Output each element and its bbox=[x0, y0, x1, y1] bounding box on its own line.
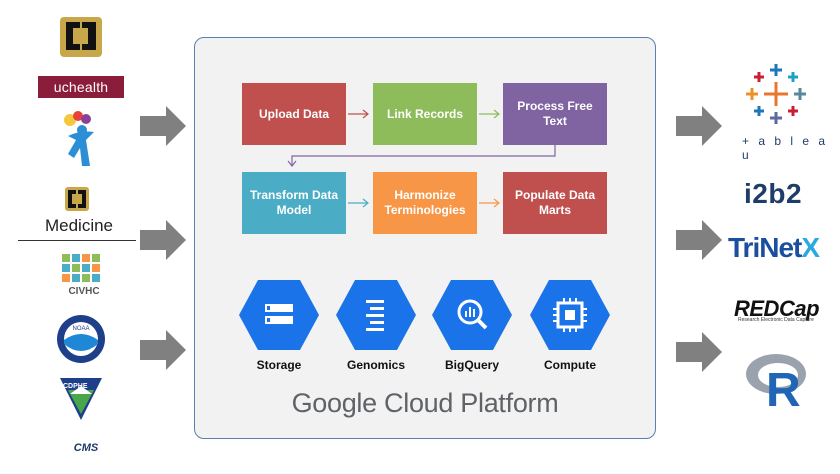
step-populate-data-marts: Populate Data Marts bbox=[503, 172, 607, 234]
noaa-label: NOAA bbox=[72, 326, 89, 332]
r-letter: R bbox=[766, 364, 801, 410]
compute-icon bbox=[530, 280, 610, 350]
divider bbox=[18, 240, 136, 241]
cdphe-logo bbox=[60, 378, 102, 420]
arrow-right-icon bbox=[676, 106, 722, 146]
bigquery-icon bbox=[432, 280, 512, 350]
step-harmonize-terminologies: Harmonize Terminologies bbox=[373, 172, 477, 234]
cu-boulder-logo bbox=[60, 17, 102, 57]
noaa-logo: NOAA bbox=[57, 315, 105, 363]
uchealth-logo: uchealth bbox=[38, 76, 124, 98]
cdphe-label: CDPHE bbox=[63, 383, 88, 390]
arrow-right-icon bbox=[676, 332, 722, 372]
trinetx-label: TriNet bbox=[728, 232, 802, 263]
arrow-right-icon bbox=[676, 220, 722, 260]
civhc-logo bbox=[62, 254, 100, 282]
trinetx-logo: TriNetX bbox=[728, 232, 820, 264]
step-link-records: Link Records bbox=[373, 83, 477, 145]
trinetx-x: X bbox=[801, 232, 820, 263]
civhc-label: CIVHC bbox=[68, 286, 100, 297]
genomics-label: Genomics bbox=[346, 358, 406, 372]
storage-icon bbox=[239, 280, 319, 350]
compute-label: Compute bbox=[544, 358, 596, 372]
tableau-label: + a b l e a u bbox=[742, 134, 829, 162]
bigquery-label: BigQuery bbox=[444, 358, 499, 372]
storage-label: Storage bbox=[256, 358, 302, 372]
step-process-free-text: Process Free Text bbox=[503, 83, 607, 145]
arrow-right-icon bbox=[140, 330, 186, 370]
i2b2-logo: i2b2 bbox=[744, 178, 803, 209]
childrens-hospital-logo bbox=[64, 111, 94, 166]
redcap-subtitle: Research Electronic Data Capture bbox=[738, 317, 814, 323]
medicine-label: Medicine bbox=[44, 216, 114, 235]
genomics-icon bbox=[336, 280, 416, 350]
redcap-logo: REDCap bbox=[734, 296, 820, 321]
arrow-right-icon bbox=[140, 106, 186, 146]
step-upload-data: Upload Data bbox=[242, 83, 346, 145]
cms-logo: CMS bbox=[73, 442, 99, 454]
platform-title: Google Cloud Platform bbox=[291, 388, 559, 418]
cu-medicine-logo bbox=[65, 187, 89, 211]
r-logo: R bbox=[746, 354, 806, 410]
step-transform-data-model: Transform Data Model bbox=[242, 172, 346, 234]
arrow-right-icon bbox=[140, 220, 186, 260]
tableau-logo-mark bbox=[746, 64, 806, 124]
